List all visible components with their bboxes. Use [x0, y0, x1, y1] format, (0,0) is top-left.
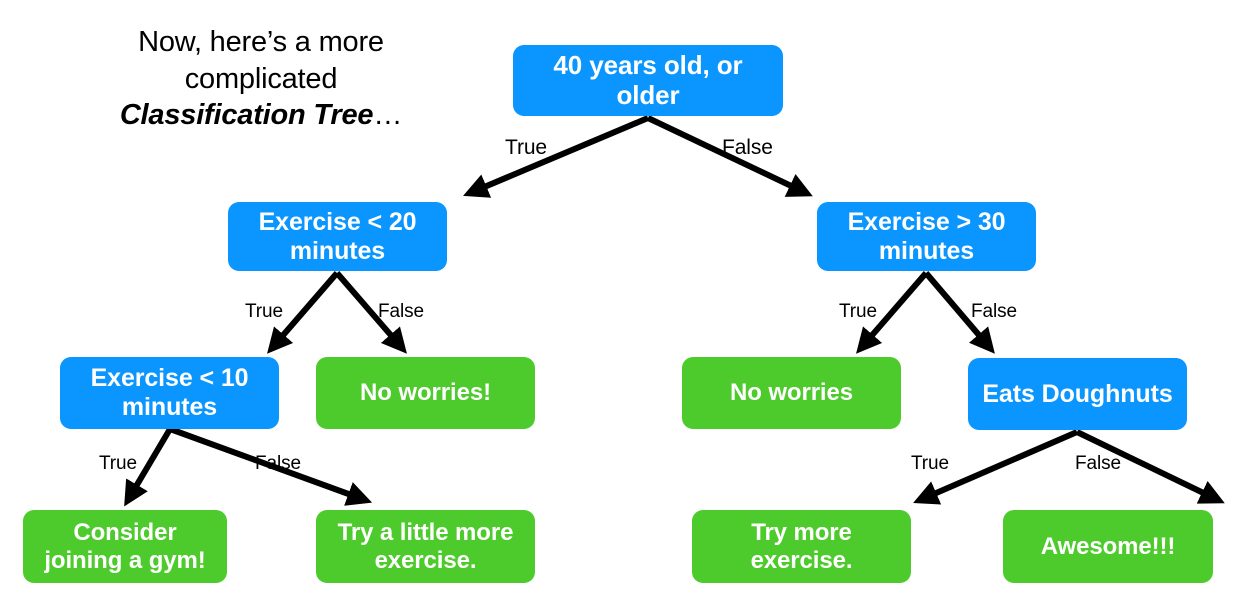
node-eats-doughnuts-label: Eats Doughnuts: [982, 379, 1173, 408]
node-line-1: Exercise > 30: [847, 207, 1006, 236]
node-no-worries-exclaim-label: No worries!: [360, 379, 491, 407]
node-line-2: exercise.: [750, 546, 853, 574]
node-no-worries-exclaim[interactable]: No worries!: [316, 357, 535, 429]
edge-label-l2r-false: False: [971, 301, 1017, 322]
node-line-2: minutes: [289, 236, 386, 265]
node-line-2: minutes: [878, 236, 975, 265]
edge-label-l3a-true: True: [99, 453, 137, 474]
node-line-2: minutes: [121, 393, 218, 421]
edge-label-l2l-true: True: [245, 301, 283, 322]
node-no-worries[interactable]: No worries: [682, 357, 901, 429]
edge-label-l2r-true: True: [839, 301, 877, 322]
node-line-1: Consider: [73, 518, 177, 546]
node-line-1: Exercise < 20: [258, 207, 417, 236]
caption-line-1: Now, here’s a more: [138, 26, 384, 58]
edge-label-l3a-false: False: [255, 453, 301, 474]
node-root-label: 40 years old, or older: [553, 49, 743, 110]
node-line-2: joining a gym!: [44, 546, 206, 574]
caption-line-3: Classification Tree…: [96, 97, 426, 134]
node-line-1: Try a little more: [337, 518, 514, 546]
node-eats-doughnuts[interactable]: Eats Doughnuts: [968, 358, 1187, 430]
node-root[interactable]: 40 years old, or older: [513, 45, 783, 116]
node-line-1: Exercise < 10: [90, 364, 249, 393]
caption-emphasis: Classification Tree: [119, 99, 374, 132]
slide-caption: Now, here’s a more complicated Classific…: [96, 24, 426, 134]
edge-root-true: [463, 115, 650, 198]
node-no-worries-label: No worries: [729, 379, 854, 407]
edge-label-root-false: False: [722, 136, 773, 159]
node-line-2: exercise.: [374, 546, 477, 574]
node-awesome[interactable]: Awesome!!!: [1003, 510, 1213, 583]
caption-line-2: complicated: [184, 62, 338, 95]
edge-label-l3d-false: False: [1075, 453, 1121, 474]
node-awesome-label: Awesome!!!: [1040, 532, 1176, 560]
edge-label-root-true: True: [505, 136, 547, 159]
node-line-1: Try more: [751, 518, 852, 546]
edge-label-l3d-true: True: [911, 453, 949, 474]
edge-label-l2l-false: False: [378, 301, 424, 322]
caption-ellipsis: …: [373, 99, 403, 132]
